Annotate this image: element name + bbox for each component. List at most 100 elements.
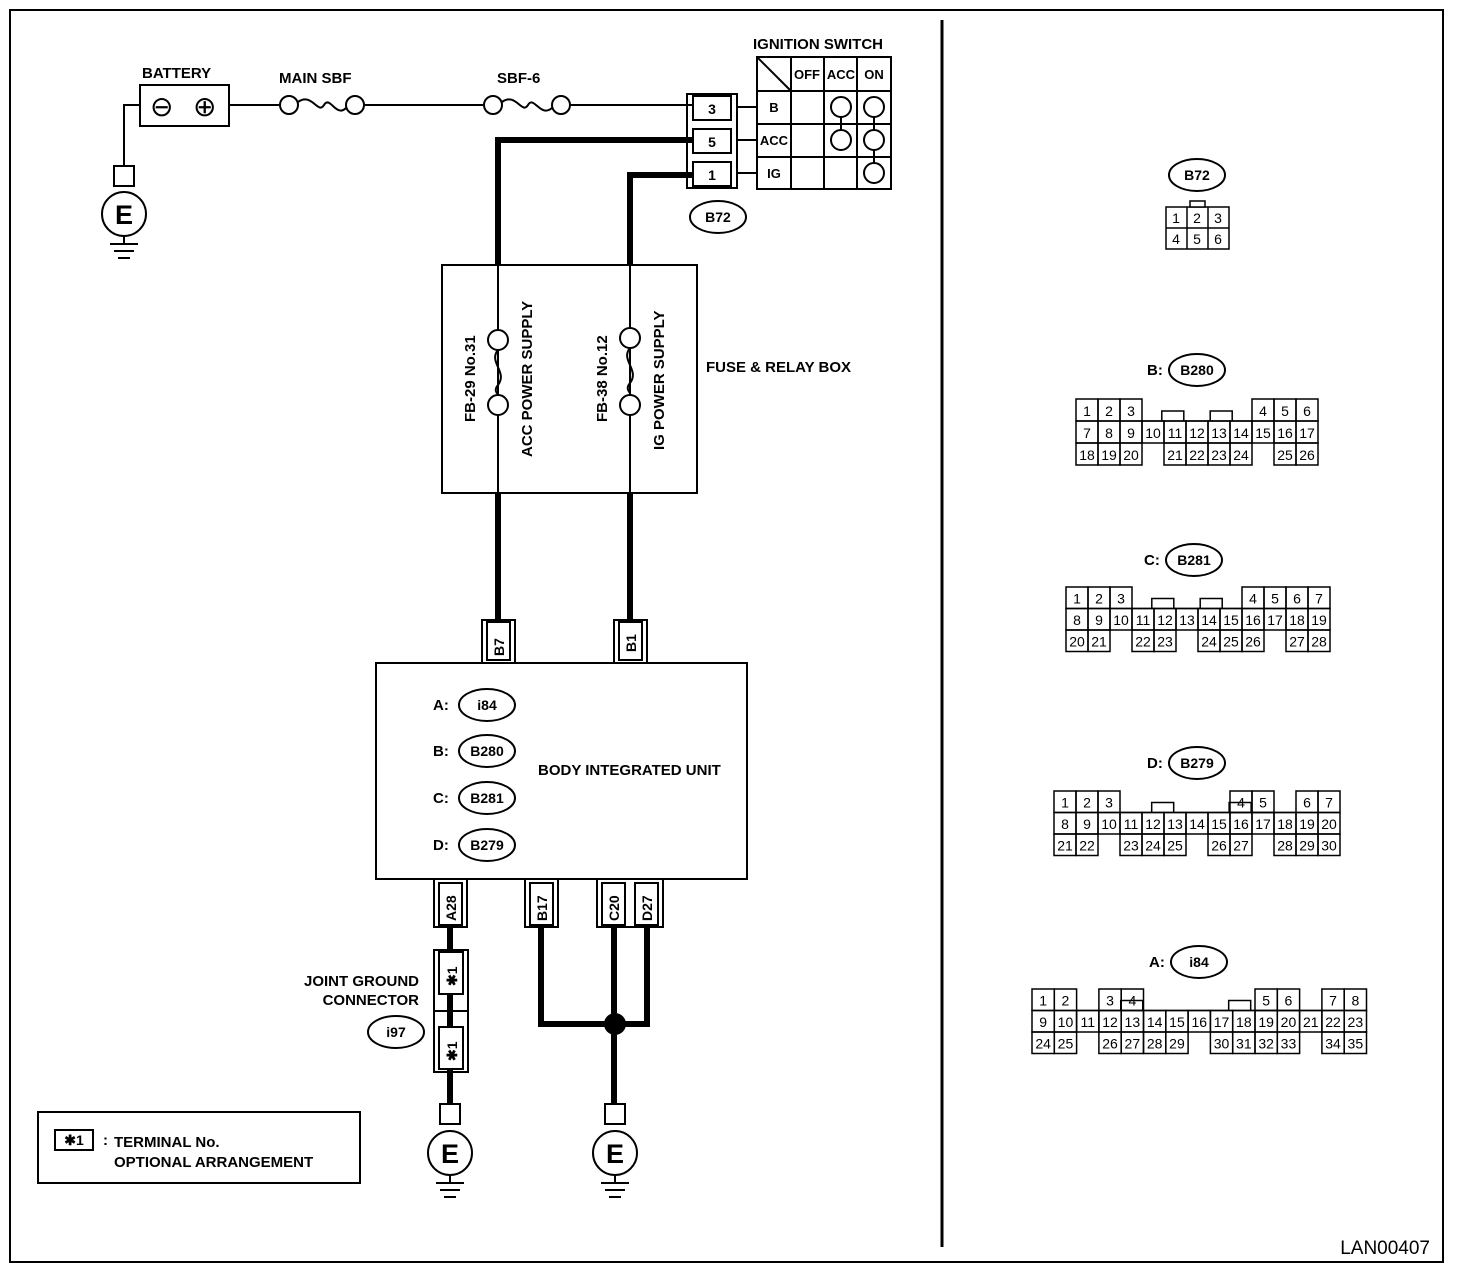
- connector-pin-number: 6: [1293, 591, 1301, 607]
- biu-conn-b-code: B280: [470, 743, 504, 759]
- connector-pin-number: 14: [1233, 425, 1249, 441]
- biu-pin-b17-frame: [524, 878, 559, 928]
- connector-cell: [1343, 1031, 1368, 1055]
- connector-cell: [1163, 833, 1187, 857]
- biu-pin-a28: A28: [443, 895, 459, 921]
- cv-b280-title: B280: [1180, 362, 1214, 378]
- connector-pin-number: 8: [1105, 425, 1113, 441]
- ignition-row-ig: IG: [767, 166, 781, 181]
- connector-pin-number: 4: [1249, 591, 1257, 607]
- connector-pin-number: 11: [1168, 425, 1183, 441]
- connector-pin-number: 20: [1123, 447, 1139, 463]
- connector-pin-number: 2: [1105, 403, 1113, 419]
- connector-pin-number: 11: [1136, 612, 1151, 628]
- connector-pin-number: 18: [1236, 1014, 1252, 1030]
- connector-pin-number: 28: [1147, 1036, 1163, 1052]
- fuse-ig-symbol: [619, 327, 641, 416]
- biu-pin-d27: D27: [639, 895, 655, 921]
- ignition-col-acc: ACC: [827, 67, 856, 82]
- connector-pin-number: 17: [1267, 612, 1283, 628]
- connector-pin-number: 13: [1125, 1014, 1141, 1030]
- ignition-row-acc: ACC: [760, 133, 789, 148]
- connector-cell: [1229, 442, 1253, 466]
- connector-pin-number: 10: [1101, 816, 1117, 832]
- ground-icon: [427, 1103, 473, 1198]
- connector-pin-number: 3: [1105, 795, 1113, 811]
- connector-pin-number: 12: [1145, 816, 1161, 832]
- connector-pin-number: 1: [1061, 795, 1069, 811]
- ignition-switch-title: IGNITION SWITCH: [753, 36, 883, 53]
- connector-pin-number: 28: [1311, 634, 1327, 650]
- connector-pin-number: 3: [1117, 591, 1125, 607]
- legend-line1: TERMINAL No.: [114, 1134, 220, 1151]
- biu-pin-a28-frame: [433, 878, 468, 928]
- connector-cell: [1119, 442, 1143, 466]
- connector-pin-number: 22: [1189, 447, 1205, 463]
- connector-pin-number: 14: [1201, 612, 1217, 628]
- connector-pin-number: 14: [1147, 1014, 1163, 1030]
- connector-pin-number: 26: [1299, 447, 1315, 463]
- connector-cell: [1153, 629, 1177, 653]
- connector-pin-number: 20: [1281, 1014, 1297, 1030]
- connector-pin-number: 2: [1095, 591, 1103, 607]
- connector-pin-number: 1: [1039, 993, 1047, 1009]
- connector-pin-number: 27: [1289, 634, 1305, 650]
- wire-acc-to-fuse-box: [495, 137, 693, 265]
- legend-line2: OPTIONAL ARRANGEMENT: [114, 1154, 313, 1171]
- connector-cell: [1087, 629, 1111, 653]
- connector-pin-number: 7: [1325, 795, 1333, 811]
- connector-pin-number: 26: [1102, 1036, 1118, 1052]
- biu-pin-b17: B17: [534, 895, 550, 921]
- connector-pin-number: 30: [1321, 838, 1337, 854]
- biu-conn-d-code: B279: [470, 837, 504, 853]
- figure-id: LAN00407: [1340, 1238, 1430, 1259]
- connector-pin-number: 7: [1315, 591, 1323, 607]
- main-sbf-terminal-right: [345, 95, 365, 115]
- connector-pin-number: 13: [1179, 612, 1195, 628]
- outer-frame: [9, 9, 1444, 1263]
- main-sbf-label: MAIN SBF: [279, 70, 352, 87]
- connector-pin-number: 26: [1211, 838, 1227, 854]
- connector-pin-number: 8: [1061, 816, 1069, 832]
- connector-pin-number: 9: [1127, 425, 1135, 441]
- fuse-ig-desc: IG POWER SUPPLY: [651, 311, 668, 450]
- cv-i84-oval: [1170, 945, 1228, 979]
- connector-pin-number: 31: [1236, 1036, 1252, 1052]
- connector-pin-number: 29: [1299, 838, 1315, 854]
- cv-b281-title: B281: [1177, 552, 1211, 568]
- connector-cell: [1307, 629, 1331, 653]
- connector-pin-number: 3: [1127, 403, 1135, 419]
- joint-ground-pin-lower: ✱1: [444, 1041, 460, 1061]
- connector-pin-number: 20: [1321, 816, 1337, 832]
- connector-pin-number: 2: [1062, 993, 1070, 1009]
- connector-pin-number: 13: [1211, 425, 1227, 441]
- connector-pin-number: 22: [1135, 634, 1151, 650]
- connector-key-tab: [1228, 801, 1252, 813]
- svg-text:6: 6: [1214, 231, 1222, 247]
- connector-key-tab: [1150, 801, 1175, 813]
- connector-pin-number: 27: [1233, 838, 1249, 854]
- connector-cell: [1229, 833, 1253, 857]
- joint-ground-line2: CONNECTOR: [323, 992, 420, 1009]
- cv-b281-prefix: C:: [1144, 552, 1160, 569]
- cv-b72-oval: [1168, 158, 1226, 192]
- legend-colon: :: [103, 1132, 108, 1149]
- fuse-relay-box-label: FUSE & RELAY BOX: [706, 359, 851, 376]
- connector-pin-number: 21: [1303, 1014, 1319, 1030]
- connector-pin-number: 23: [1157, 634, 1173, 650]
- connector-pin-number: 5: [1271, 591, 1279, 607]
- connector-pin-number: 7: [1083, 425, 1091, 441]
- battery-neg-icon: ⊖: [150, 91, 173, 122]
- connector-pin-number: 23: [1348, 1014, 1364, 1030]
- joint-ground-line1: JOINT GROUND: [304, 973, 419, 990]
- connector-pin-number: 7: [1329, 993, 1337, 1009]
- connector-pin-number: 19: [1258, 1014, 1274, 1030]
- biu-conn-c-oval: [458, 781, 516, 815]
- connector-pin-number: 12: [1157, 612, 1173, 628]
- cv-b279-oval: [1168, 746, 1226, 780]
- connector-pin-number: 11: [1124, 816, 1139, 832]
- connector-key-tab: [1120, 999, 1144, 1011]
- svg-text:4: 4: [1172, 231, 1180, 247]
